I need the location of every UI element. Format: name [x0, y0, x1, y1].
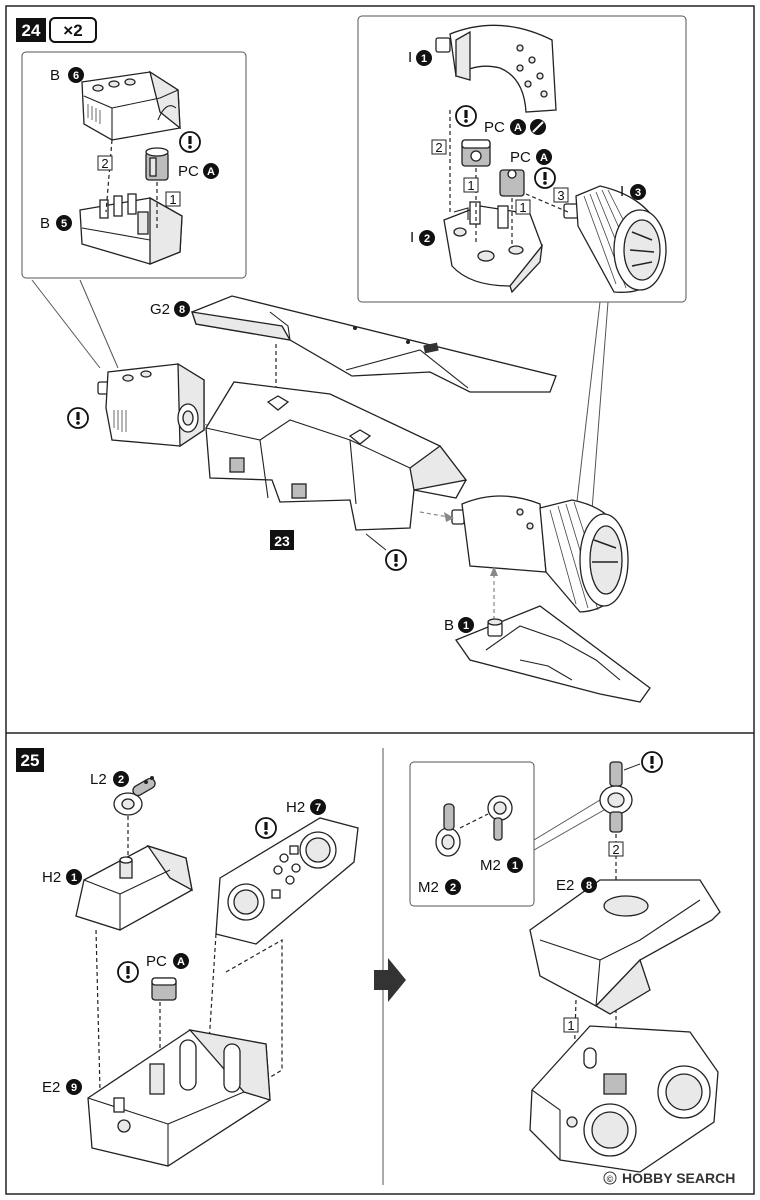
- step24-left-order-2: 2: [101, 156, 108, 171]
- part-e29: [87, 1029, 271, 1167]
- label-pc-a-25-letter: PC: [146, 953, 167, 970]
- part-i2: [443, 201, 543, 294]
- part-engine-block-left: [97, 362, 205, 448]
- callout-box-right: I 1 PC A PC A I 2: [357, 15, 687, 511]
- step24-right-order-1a: 1: [467, 178, 474, 193]
- label-i2-num: 2: [424, 233, 430, 245]
- label-b6-letter: B: [50, 67, 60, 84]
- part-e28: [529, 879, 721, 1015]
- watermark-text: HOBBY SEARCH: [622, 1170, 735, 1186]
- part-pc-a-cut: [461, 139, 491, 167]
- label-h27-letter: H2: [286, 799, 305, 816]
- label-e28-num: 8: [586, 880, 592, 892]
- label-e29-letter: E2: [42, 1079, 60, 1096]
- label-pc-a-right-num: A: [540, 152, 548, 164]
- label-pc-a-left-num: A: [207, 166, 215, 178]
- part-pc-a-right: [499, 169, 525, 197]
- step24-left-order-1: 1: [169, 192, 176, 207]
- caution-icon-pc-right: [534, 167, 556, 189]
- part-b5: [79, 193, 183, 265]
- label-pc-a-25-num: A: [177, 956, 185, 968]
- step24-right-order-1b: 1: [519, 200, 526, 215]
- part-g28: [191, 295, 557, 393]
- part-central-body-23: [205, 381, 468, 531]
- label-pc-a-left-letter: PC: [178, 163, 199, 180]
- label-b1-num: 1: [463, 620, 469, 632]
- step24-right-order-3: 3: [557, 188, 564, 203]
- step24-multiplier: ×2: [63, 21, 82, 40]
- part-m22: [435, 803, 461, 857]
- watermark: © HOBBY SEARCH: [603, 1170, 735, 1186]
- label-pc-a-right-letter: PC: [510, 149, 531, 166]
- label-m21-num: 1: [512, 860, 518, 872]
- step25-number: 25: [21, 751, 40, 770]
- label-b5-letter: B: [40, 215, 50, 232]
- caution-icon-pc-cut: [455, 105, 477, 127]
- step25-order-1: 1: [567, 1018, 574, 1033]
- label-h27-num: 7: [315, 802, 321, 814]
- label-l22-letter: L2: [90, 771, 107, 788]
- label-h21-letter: H2: [42, 869, 61, 886]
- label-e28-letter: E2: [556, 877, 574, 894]
- label-e29-num: 9: [71, 1082, 77, 1094]
- label-g28-letter: G2: [150, 301, 170, 318]
- part-h27: [215, 817, 359, 945]
- part-pc-a-left: [145, 147, 169, 181]
- part-b1: [454, 605, 651, 703]
- label-b1-letter: B: [444, 617, 454, 634]
- part-pc-a-25: [151, 977, 177, 1001]
- label-m21-letter: M2: [480, 857, 501, 874]
- outer-frame: [5, 5, 755, 1195]
- label-g28-num: 8: [179, 304, 185, 316]
- label-m22-num: 2: [450, 882, 456, 894]
- part-l22: [113, 776, 156, 816]
- caution-icon-h27: [255, 817, 277, 839]
- step24-number: 24: [22, 21, 41, 40]
- part-m21: [487, 795, 513, 841]
- label-l22-num: 2: [118, 774, 124, 786]
- caution-icon-pc-25: [117, 961, 139, 983]
- step24-right-order-2: 2: [435, 140, 442, 155]
- label-b5-num: 5: [61, 218, 67, 230]
- step24-header: 24 ×2: [16, 17, 97, 43]
- part-i3: [563, 185, 667, 293]
- label-pc-a-cut-num: A: [514, 122, 522, 134]
- part-engine-nozzle-assembly: [451, 495, 629, 613]
- label-h21-num: 1: [71, 872, 77, 884]
- watermark-mark: ©: [607, 1174, 614, 1184]
- part-h21: [75, 844, 193, 931]
- label-i3-letter: I: [620, 183, 624, 200]
- step25-order-2: 2: [612, 842, 619, 857]
- part-b6: [81, 70, 181, 141]
- part-base-assembled: [529, 1025, 719, 1173]
- label-i1-letter: I: [408, 49, 412, 66]
- subassembly-ref-23: 23: [274, 533, 290, 549]
- label-b6-num: 6: [73, 70, 79, 82]
- label-pc-a-cut-letter: PC: [484, 119, 505, 136]
- caution-icon-central-body: [385, 549, 407, 571]
- label-i1-num: 1: [421, 53, 427, 65]
- next-arrow: [374, 958, 406, 1002]
- caution-icon-pc-left: [179, 131, 201, 153]
- label-i3-num: 3: [635, 187, 641, 199]
- part-m2-assembled: [599, 761, 633, 833]
- part-i1: [435, 24, 557, 113]
- label-m22-letter: M2: [418, 879, 439, 896]
- caution-icon-m2: [641, 751, 663, 773]
- step25-header: 25: [16, 748, 44, 772]
- callout-box-left: B 6 PC A B 5 2 1: [21, 51, 247, 369]
- label-i2-letter: I: [410, 229, 414, 246]
- callout-box-m2: M2 2 M2 1: [409, 761, 605, 907]
- caution-icon-engine-left: [67, 407, 89, 429]
